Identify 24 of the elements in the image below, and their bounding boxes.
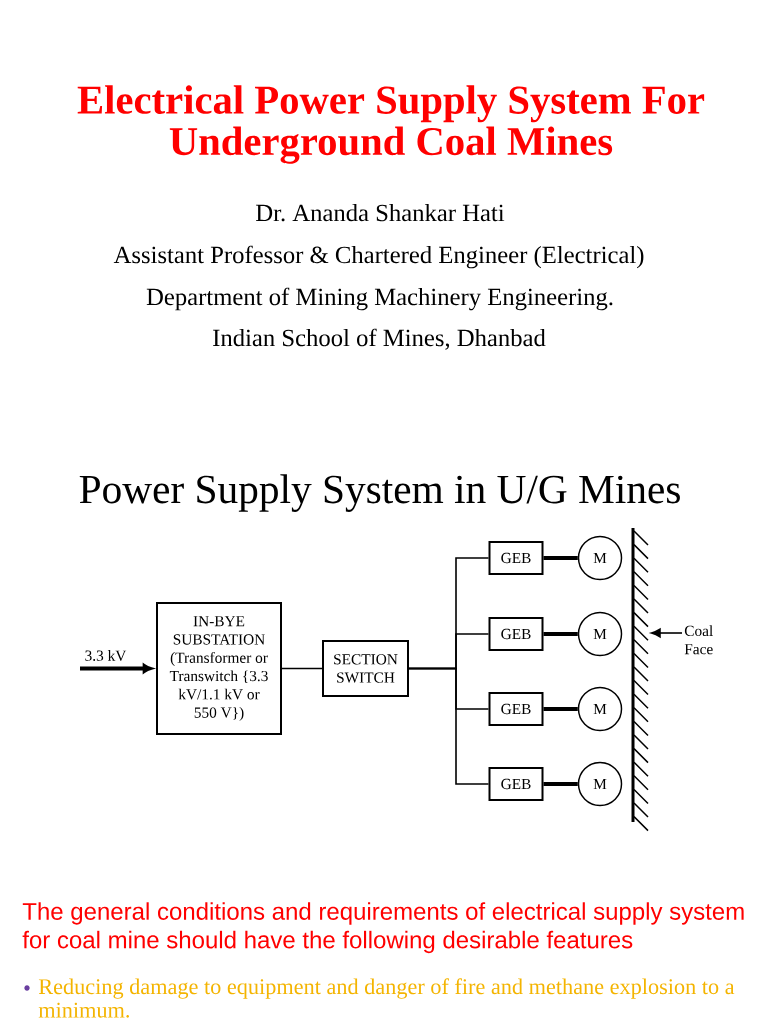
geb-box: GEB <box>488 692 544 726</box>
geb-box: GEB <box>488 617 544 651</box>
connector-line <box>543 782 578 786</box>
geb-box: GEB <box>488 767 544 801</box>
arrow <box>650 628 683 638</box>
intro-paragraph: The general conditions and requirements of electrical supply system for coal mine should have the following desirable features <box>22 902 744 954</box>
connector-line <box>408 667 490 785</box>
switch-box: SECTION SWITCH <box>322 640 409 697</box>
coal-face-label: Coal Face <box>684 625 713 655</box>
institute-name: Indian School of Mines, Dhanbad <box>213 328 546 350</box>
hatched-wall <box>631 528 649 832</box>
section-heading: Power Supply System in U/G Mines <box>79 474 680 512</box>
connector-line <box>281 667 323 670</box>
department-name: Department of Mining Machinery Engineering. <box>146 287 613 311</box>
edge-label: 3.3 kV <box>83 648 128 663</box>
substation-box: IN-BYE SUBSTATION (Transformer or Transwitch {3.3 kV/1.1 kV or 550 V}) <box>156 602 282 735</box>
geb-box: GEB <box>488 541 544 575</box>
connector-line <box>543 632 578 636</box>
author-name: Dr. Ananda Shankar Hati <box>256 203 505 222</box>
title: Electrical Power Supply System For Underground Coal Mines <box>77 85 705 164</box>
connector-line <box>543 707 578 711</box>
connector-line <box>543 556 578 560</box>
author-position: Assistant Professor & Chartered Engineer (Electrical) <box>113 245 644 269</box>
bullet-text: Reducing damage to equipment and danger of fire and methane explosion to a minimum. <box>38 978 735 1018</box>
